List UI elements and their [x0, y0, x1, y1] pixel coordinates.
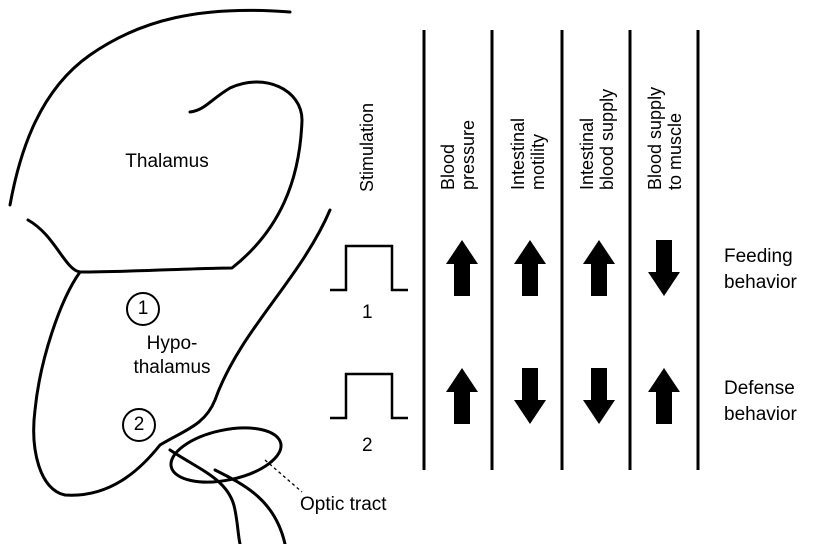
column-header-2: Intestinal motility: [508, 117, 548, 190]
behavior-label-1: Feeding behavior: [724, 246, 797, 293]
thalamus-label: Thalamus: [125, 151, 209, 172]
arrow-up-icon-r2c4: [648, 368, 680, 424]
arrow-up-icon-r1c2: [514, 240, 546, 296]
arrow-up-icon-r1c3: [583, 240, 615, 296]
hypothalamus-contour: [32, 208, 332, 497]
stimulation-number-1: 1: [362, 302, 373, 323]
arrow-down-icon-r1c4: [648, 240, 680, 296]
stimulation-pulse-1: [330, 244, 408, 292]
brainstem-contour: [168, 448, 242, 546]
stimulation-header: Stimulation: [357, 102, 377, 192]
lower-curve: [213, 468, 287, 546]
table-drawing: [330, 30, 700, 470]
column-header-4: Blood supply to muscle: [645, 86, 685, 190]
optic-tract-pointer: [264, 459, 303, 493]
stimulation-site-2: 2: [122, 408, 156, 442]
upper-brain-contour: [8, 8, 292, 207]
column-header-1: Blood pressure: [438, 119, 478, 190]
stimulation-number-2: 2: [362, 435, 373, 456]
optic-tract-shape: [169, 426, 283, 484]
optic-tract-label: Optic tract: [300, 494, 387, 515]
behavior-label-2: Defense behavior: [724, 378, 797, 425]
arrow-up-icon-r2c1: [446, 368, 478, 424]
thalamus-contour: [26, 80, 304, 274]
brain-outlines: [8, 8, 332, 546]
column-header-3: Intestinal blood supply: [577, 88, 617, 190]
stimulation-site-1: 1: [126, 292, 160, 326]
stimulation-pulse-2: [330, 372, 408, 420]
arrow-down-icon-r2c3: [583, 368, 615, 424]
arrow-up-icon-r1c1: [446, 240, 478, 296]
hypothalamus-label: Hypo- thalamus: [133, 333, 211, 378]
arrow-down-icon-r2c2: [514, 368, 546, 424]
